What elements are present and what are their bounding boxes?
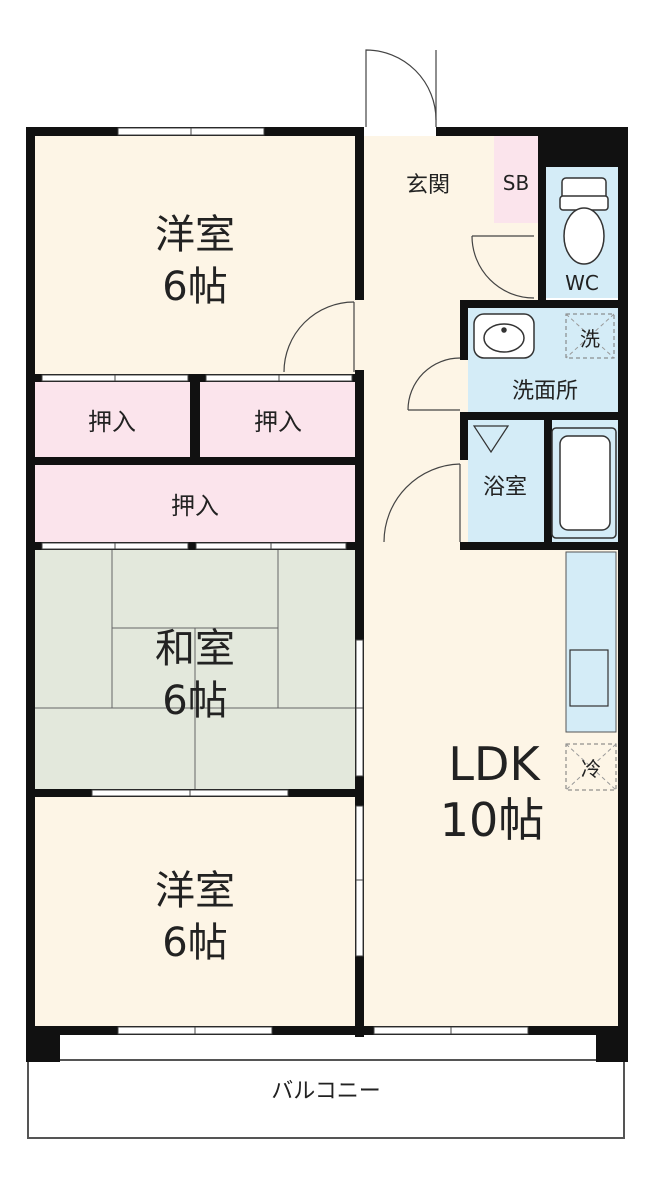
drain-triangle-icon xyxy=(472,425,510,454)
stove-icon xyxy=(569,649,609,707)
fridge-label: 冷 xyxy=(581,757,601,781)
bathroom-label: 浴室 xyxy=(483,475,527,500)
balcony-label: バルコニー xyxy=(271,1079,381,1104)
toilet-icon xyxy=(559,177,609,265)
closet-left-label: 押入 xyxy=(88,408,136,436)
openings xyxy=(355,127,468,550)
door-swings xyxy=(283,49,535,543)
washer-space-icon xyxy=(565,313,615,359)
ldk-size: 10帖 xyxy=(440,793,545,847)
fridge-space-icon xyxy=(565,743,617,791)
shoe-box-label: SB xyxy=(503,171,529,195)
closet-wide-label: 押入 xyxy=(171,492,219,520)
toilet-label: WC xyxy=(565,271,599,295)
entrance-floor xyxy=(364,135,494,223)
western-top-name: 洋室 xyxy=(155,212,235,258)
western-room-bottom xyxy=(34,797,356,1030)
ldk-name: LDK xyxy=(448,737,541,791)
washroom-label: 洗面所 xyxy=(512,379,578,404)
closet-right-label: 押入 xyxy=(254,408,302,436)
sink-icon xyxy=(473,313,535,359)
washer-label: 洗 xyxy=(580,327,600,351)
western-bottom-size: 6帖 xyxy=(162,920,227,966)
closet-right xyxy=(200,381,356,458)
bathtub-icon xyxy=(551,427,617,539)
balcony-area xyxy=(27,1059,625,1139)
closet-left xyxy=(34,381,190,458)
western-bottom-name: 洋室 xyxy=(155,868,235,914)
western-top-size: 6帖 xyxy=(162,264,227,310)
closet-wide xyxy=(34,465,356,545)
japanese-room-size: 6帖 xyxy=(162,678,227,724)
japanese-room-name: 和室 xyxy=(155,626,235,672)
window-mullions xyxy=(114,128,452,1034)
tatami-lines xyxy=(34,550,356,790)
western-room-top xyxy=(34,135,356,375)
entrance-label: 玄関 xyxy=(406,173,450,198)
shoe-box xyxy=(494,135,538,223)
